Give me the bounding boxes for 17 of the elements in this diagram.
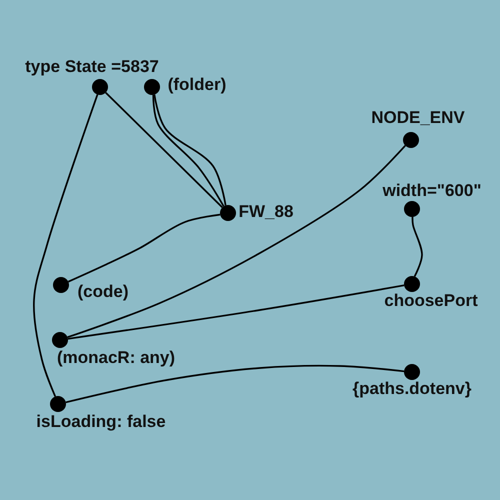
connector-line [105, 92, 223, 208]
connector-line [66, 364, 404, 404]
node-label: NODE_ENV [371, 108, 465, 128]
connector-line [33, 94, 98, 397]
connector-line [67, 145, 406, 338]
node-label: (monacR: any) [56, 348, 176, 368]
node-label: FW_88 [238, 202, 294, 222]
node-label: (code) [78, 282, 128, 302]
node-label: width="600" [382, 181, 482, 201]
connector-line [68, 214, 220, 282]
connector-line [412, 216, 423, 277]
node-label: {paths.dotenv} [352, 379, 472, 399]
node-label: type State =5837 [25, 57, 159, 77]
connector-line [68, 284, 404, 340]
node-label: (folder) [168, 75, 226, 95]
node-label: choosePort [384, 291, 478, 311]
node-label: isLoading: false [36, 412, 166, 432]
